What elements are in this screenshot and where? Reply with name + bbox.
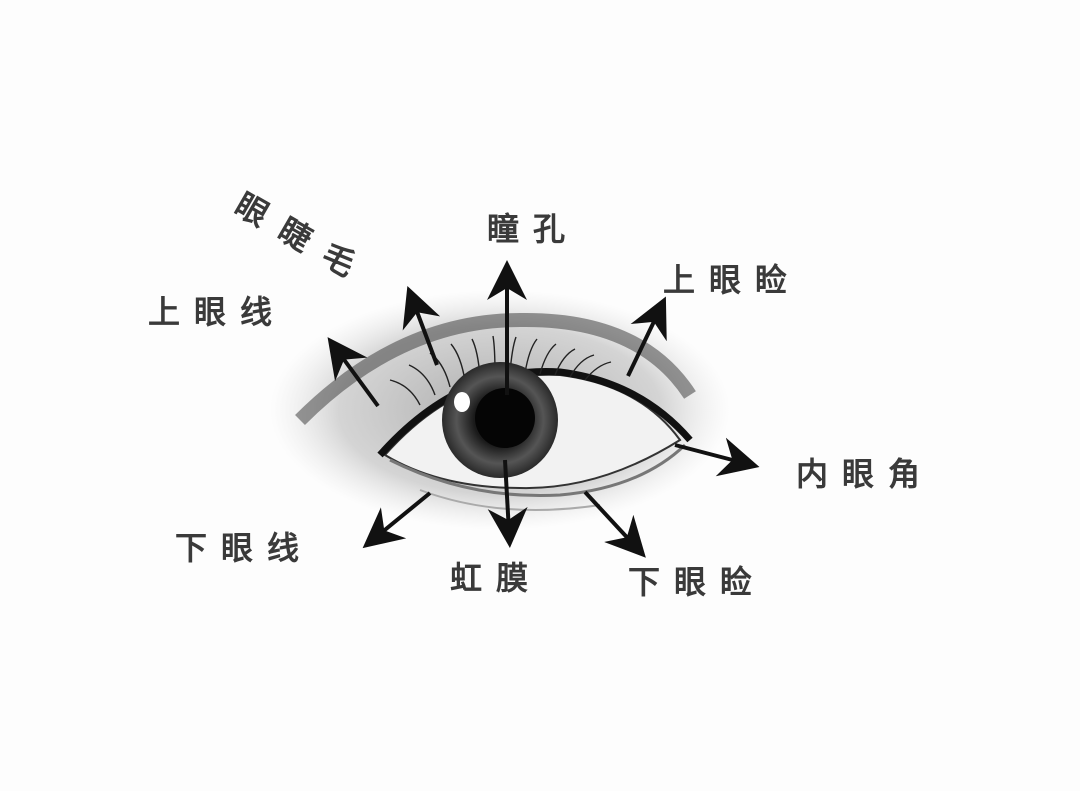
pupil (475, 388, 535, 448)
label-lower-eyelid: 下眼睑 (628, 563, 767, 601)
label-inner-eye-corner: 内眼角 (796, 455, 935, 493)
arrow-lower-eyeliner (362, 491, 432, 549)
label-pupil: 瞳孔 (487, 210, 580, 248)
label-upper-eyelid: 上眼睑 (663, 261, 802, 299)
arrow-inner-eye-corner (674, 437, 760, 477)
annotation-arrows (327, 260, 760, 558)
label-lower-eyeliner: 下眼线 (175, 529, 314, 567)
arrow-upper-eyeliner (327, 337, 380, 408)
eye-highlight (454, 392, 470, 412)
label-upper-eyeliner: 上眼线 (148, 293, 287, 331)
lower-lash-line (389, 443, 687, 498)
arrow-eyelash (402, 286, 441, 366)
arrow-iris (487, 459, 528, 548)
upper-lash-line (377, 367, 693, 458)
label-iris: 虹膜 (450, 559, 543, 597)
arrow-upper-eyelid (626, 296, 667, 377)
arrow-lower-eyelid (583, 490, 646, 558)
